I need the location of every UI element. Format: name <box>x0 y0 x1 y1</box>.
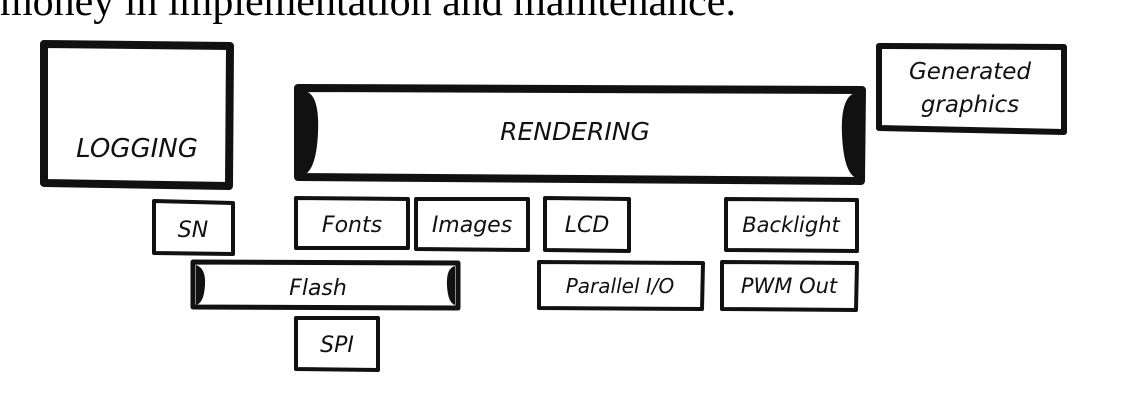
parallel-io-box: Parallel I/O <box>537 260 705 311</box>
images-label: Images <box>432 213 512 238</box>
flash-label: Flash <box>289 276 347 301</box>
pwm-out-box: PWM Out <box>720 260 859 312</box>
generated-graphics-box: Generated graphics <box>876 43 1067 135</box>
fonts-box: Fonts <box>294 196 410 250</box>
sn-label: SN <box>178 218 208 243</box>
generated-graphics-label-line2: graphics <box>921 92 1019 118</box>
pwm-out-label: PWM Out <box>741 274 838 298</box>
lcd-box: LCD <box>543 196 631 253</box>
backlight-label: Backlight <box>742 213 840 237</box>
parallel-io-label: Parallel I/O <box>566 274 675 298</box>
spi-label: SPI <box>320 333 354 358</box>
rendering-box: RENDERING <box>294 84 866 185</box>
intro-text-fragment: money in implementation and maintenance. <box>0 0 736 25</box>
images-box: Images <box>414 197 530 252</box>
logging-box: LOGGING <box>40 40 234 190</box>
logging-label: LOGGING <box>76 134 198 164</box>
sn-box: SN <box>152 199 235 256</box>
spi-box: SPI <box>294 316 380 372</box>
generated-graphics-label-line1: Generated <box>909 59 1031 85</box>
backlight-box: Backlight <box>724 197 859 253</box>
rendering-label: RENDERING <box>500 117 650 146</box>
lcd-label: LCD <box>565 213 610 238</box>
flash-box: Flash <box>190 259 461 311</box>
fonts-label: Fonts <box>322 213 382 238</box>
